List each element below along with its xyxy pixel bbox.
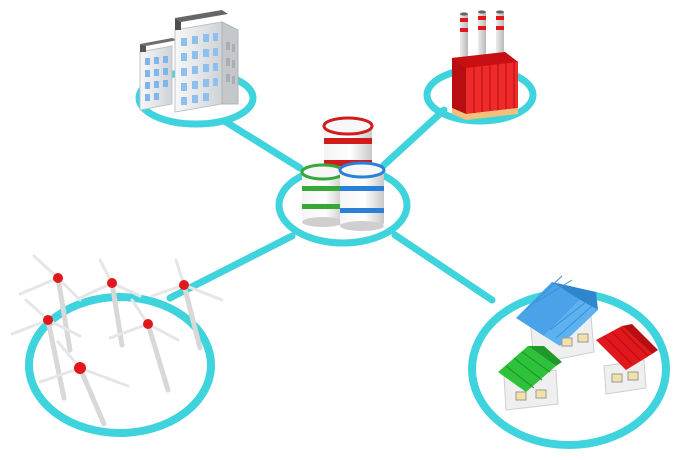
link-houses: [391, 231, 496, 304]
wind-turbine: [18, 254, 82, 353]
wind-turbine: [10, 298, 82, 401]
drum-blue: [338, 161, 386, 231]
wind-turbine: [108, 298, 180, 393]
factory: [452, 10, 518, 120]
wind-farm: [10, 254, 224, 427]
ring-windfarm: [25, 293, 215, 437]
house-red: [596, 324, 658, 395]
office-buildings: [139, 10, 239, 113]
storage-drums: [300, 116, 386, 231]
house-green: [498, 346, 562, 411]
drum-green: [300, 163, 346, 227]
houses: [498, 275, 658, 411]
wind-turbine: [150, 258, 224, 351]
wind-turbine: [38, 340, 130, 427]
link-windfarm: [166, 232, 296, 302]
link-factory: [380, 106, 448, 169]
network-links: [166, 106, 496, 304]
link-office: [222, 118, 304, 172]
